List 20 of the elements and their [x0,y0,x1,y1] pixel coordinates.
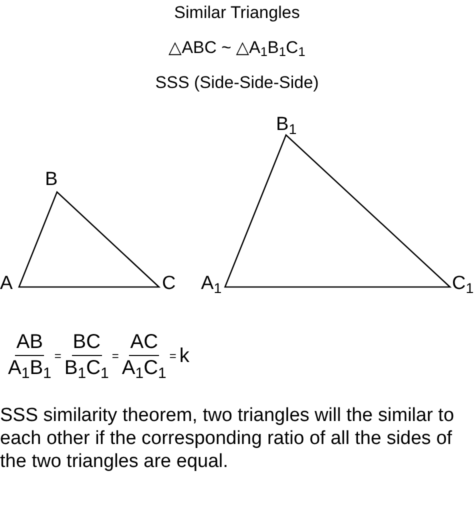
similarity-statement: △ABC ~ △A$_{1}$B$_{1}$C$_{1}$ [168,37,306,60]
fraction-denominator: A$_{1}$B$_{1}$ [8,356,52,381]
fraction-numerator: AB [15,330,44,356]
equation-symbol: = [54,348,62,364]
vertex-label: C [162,274,176,293]
fraction-denominator: B$_{1}$C$_{1}$ [64,356,109,381]
vertex-label: B [45,170,58,189]
vertex-label: C$_{1}$ [452,274,474,293]
vertex-label: A [0,274,13,293]
fraction-numerator: BC [72,330,102,356]
fraction-numerator: AC [129,330,160,356]
criterion-label: SSS (Side-Side-Side) [155,72,319,94]
equation-symbol: k [179,344,190,368]
fraction-denominator: A$_{1}$C$_{1}$ [122,356,166,381]
equation-symbol: = [112,348,119,364]
title: Similar Triangles [173,2,301,24]
vertex-label: B$_{1}$ [276,115,297,134]
theorem-text: SSS similarity theorem, two triangles will the similar to each other if the corresponding ratio of all the sides of the two triangles are equal. [0,404,456,473]
equation-symbol: = [169,348,176,364]
vertex-label: A$_{1}$ [201,274,222,293]
